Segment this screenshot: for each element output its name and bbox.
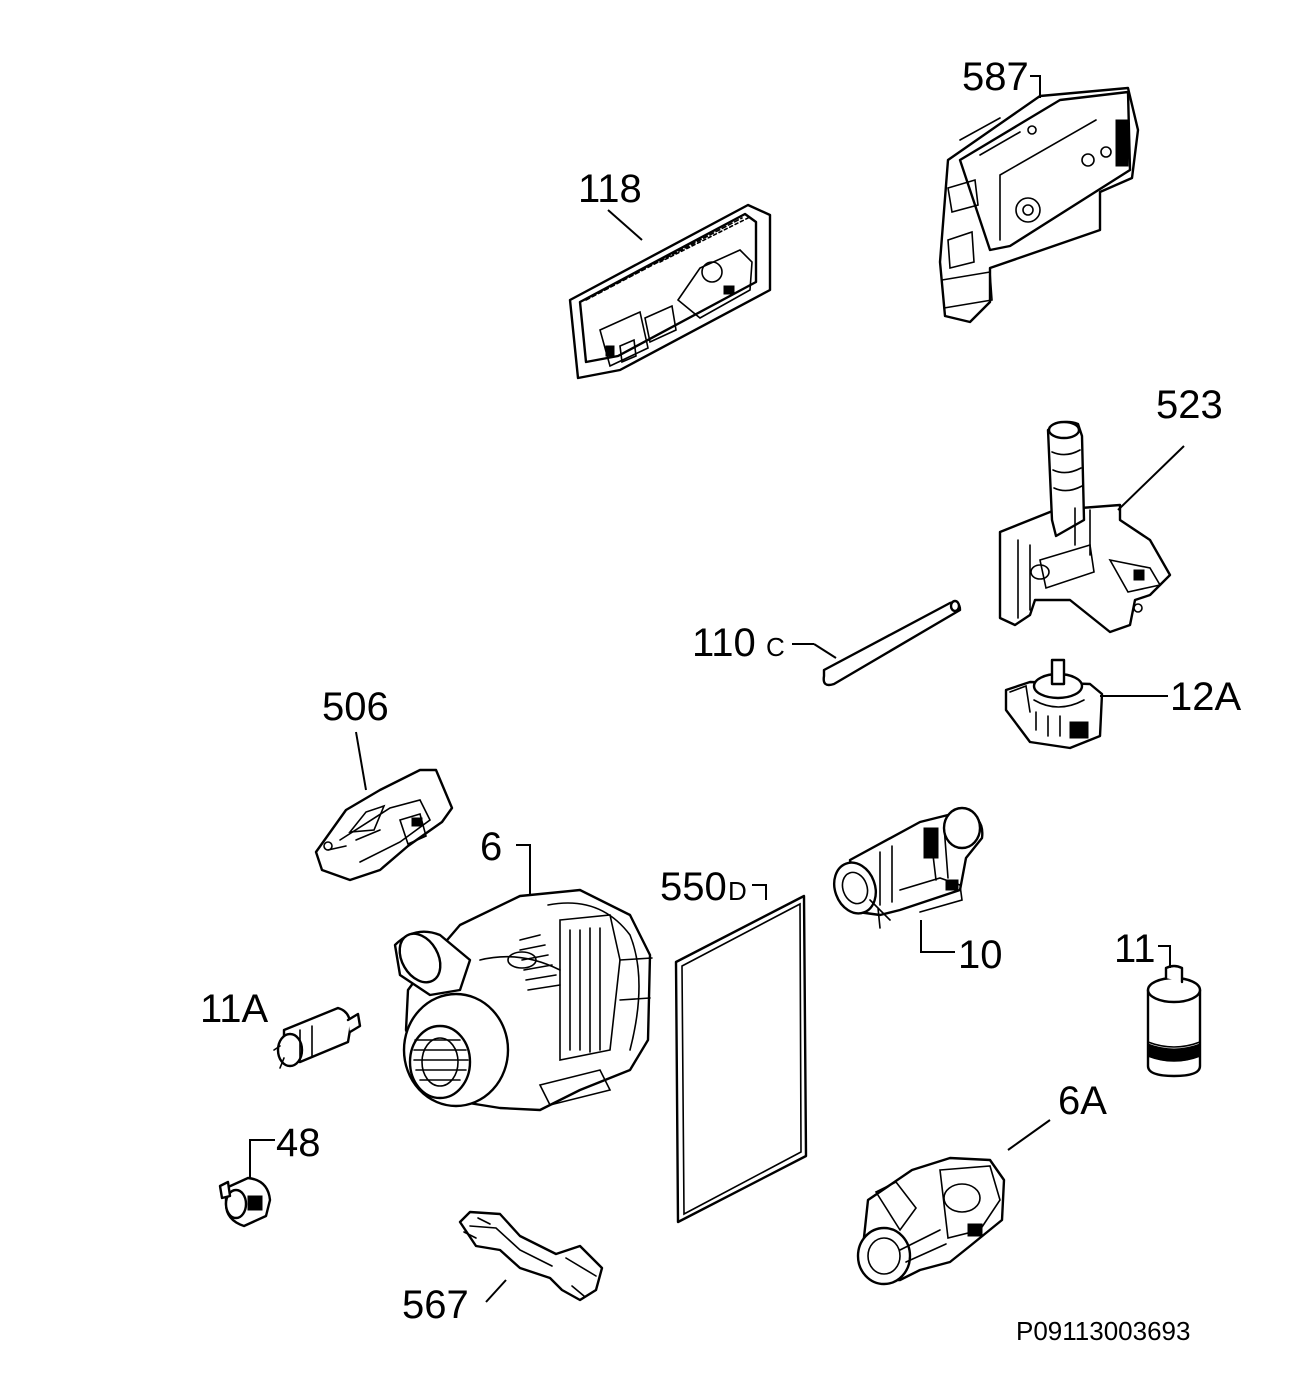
part-6a-drain-pump[interactable] xyxy=(856,1156,1006,1286)
part-523-dispenser[interactable] xyxy=(998,420,1172,634)
label-6a: 6A xyxy=(1058,1079,1107,1123)
part-506-bracket[interactable] xyxy=(314,768,454,882)
label-523: 523 xyxy=(1156,383,1223,427)
label-550-suffix: D xyxy=(728,876,747,906)
label-110: 110 xyxy=(692,621,756,665)
part-550d-sheet[interactable] xyxy=(674,894,808,1224)
part-12a-pressure-switch[interactable] xyxy=(1004,658,1104,750)
part-567-clamp[interactable] xyxy=(458,1210,604,1302)
label-10: 10 xyxy=(958,933,1003,977)
label-11: 11 xyxy=(1114,927,1156,971)
label-550: 550 xyxy=(660,865,727,909)
part-6-circulation-pump[interactable] xyxy=(391,888,653,1112)
label-506: 506 xyxy=(322,685,389,729)
part-118-control-board[interactable] xyxy=(568,203,772,380)
part-labels: 587 118 523 110 C 12A 506 6 550 D 10 11 … xyxy=(200,55,1241,1346)
label-12a: 12A xyxy=(1170,675,1241,719)
part-10-component[interactable] xyxy=(827,806,984,929)
part-587-control-module[interactable] xyxy=(938,86,1140,324)
part-48-sensor[interactable] xyxy=(218,1176,272,1228)
part-110c-rod[interactable] xyxy=(822,599,962,687)
label-587: 587 xyxy=(962,55,1029,99)
drawing-code: P09113003693 xyxy=(1016,1316,1190,1346)
part-11a-capacitor[interactable] xyxy=(273,1006,362,1069)
leader-lines xyxy=(249,75,1185,1303)
label-110-suffix: C xyxy=(766,632,785,662)
label-567: 567 xyxy=(402,1283,469,1327)
label-6: 6 xyxy=(480,825,502,869)
part-11-capacitor[interactable] xyxy=(1146,964,1202,1078)
label-11a: 11A xyxy=(200,987,269,1031)
label-118: 118 xyxy=(578,167,642,211)
label-48: 48 xyxy=(276,1121,321,1165)
